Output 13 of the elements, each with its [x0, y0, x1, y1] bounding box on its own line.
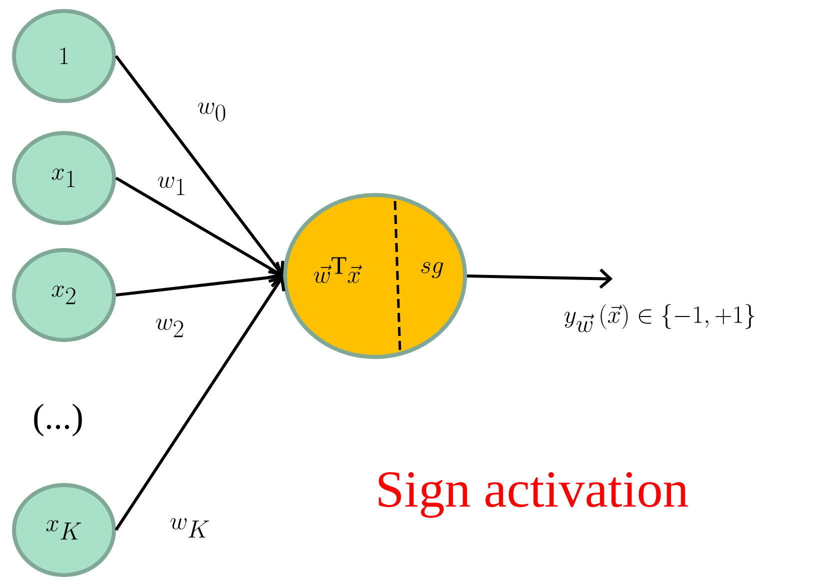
caption-text: Sign activation	[378, 472, 688, 518]
arrow	[116, 267, 283, 296]
weight-label: $w_0$	[198, 102, 226, 122]
formula-text: $sg$	[421, 262, 444, 278]
arrow	[114, 276, 286, 531]
ellipsis-text: (...)	[34, 404, 82, 436]
formula-text: $\vec{w}^{\mathrm{T}}\vec{x}$	[314, 257, 362, 284]
weight-label: $w_2$	[156, 318, 184, 338]
arrow	[114, 55, 284, 276]
arrow	[466, 268, 613, 289]
weight-label: $w_K$	[170, 518, 209, 538]
output-formula: $y_{\vec{w}}\left(\vec{x}\right)\in\left\{-1,+1\right\}$	[564, 304, 754, 332]
weight-label: $w_1$	[158, 176, 184, 196]
